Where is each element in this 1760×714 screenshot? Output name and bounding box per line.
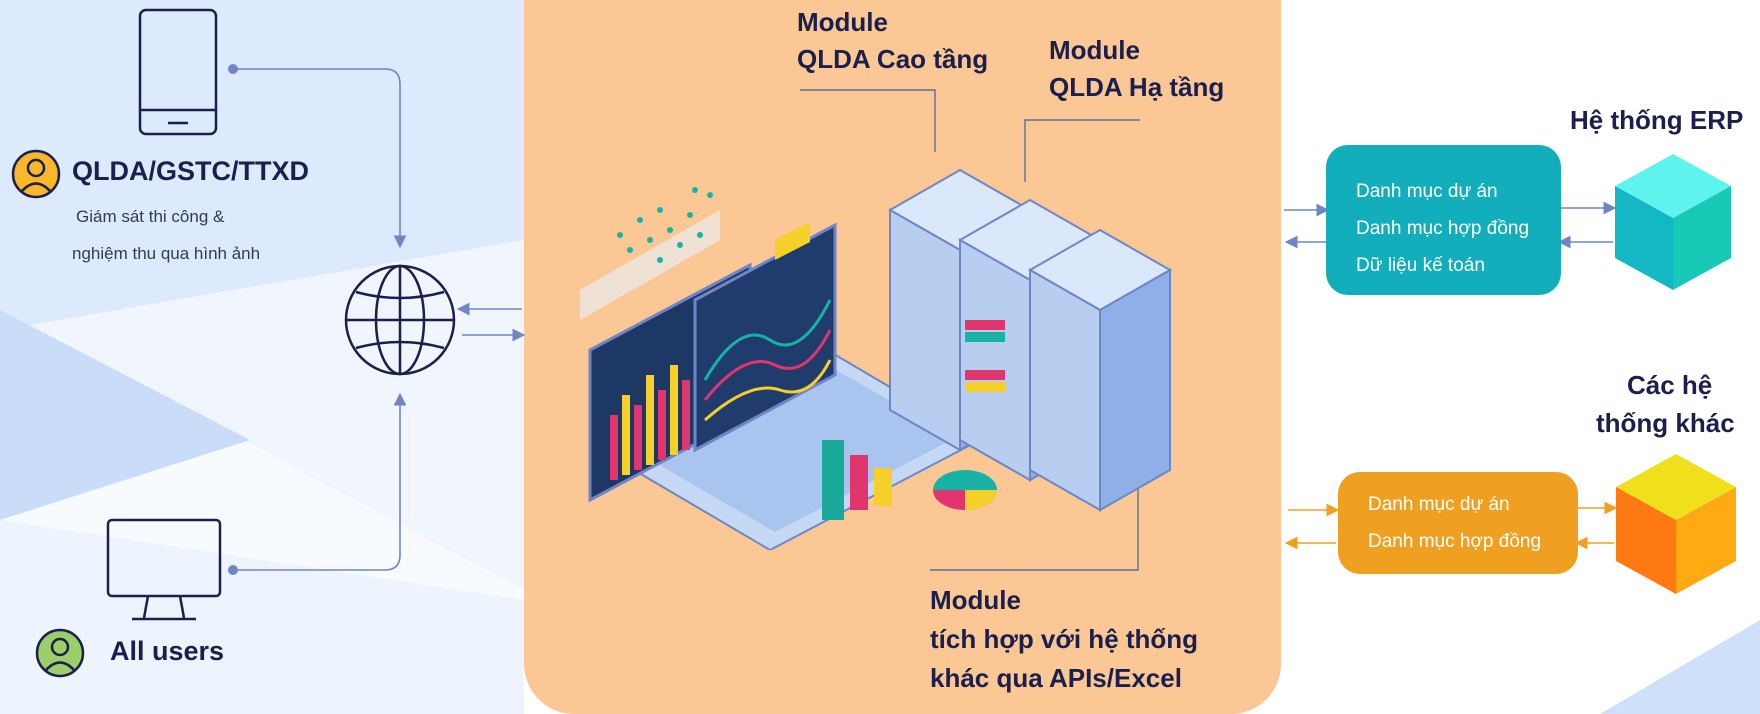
all-users-label: All users (110, 636, 225, 666)
other-item: Danh mục hợp đồng (1368, 531, 1542, 552)
user-avatar-icon (11, 149, 61, 199)
module-ha-tang-line2: QLDA Hạ tầng (1049, 72, 1225, 102)
other-item: Danh mục dự án (1368, 494, 1510, 515)
all-users-avatar-icon (35, 628, 85, 678)
erp-item: Danh mục hợp đồng (1356, 218, 1530, 239)
phone-icon (138, 8, 218, 136)
module-tich-hop-line1: Module (930, 585, 1021, 615)
other-cube-icon (1616, 454, 1736, 594)
module-tich-hop-line2: tích hợp với hệ thống (930, 624, 1199, 654)
system-illustration (580, 168, 1173, 550)
role-title: QLDA/GSTC/TTXD (72, 156, 309, 186)
erp-item: Danh mục dự án (1356, 181, 1498, 202)
globe-icon (344, 264, 456, 376)
other-title-line2: thống khác (1596, 408, 1735, 438)
module-cao-tang-line2: QLDA Cao tầng (797, 44, 989, 74)
module-ha-tang-line1: Module (1049, 35, 1140, 65)
other-title-line1: Các hệ (1627, 370, 1713, 400)
erp-item: Dữ liệu kế toán (1356, 255, 1485, 276)
module-cao-tang-line1: Module (797, 7, 888, 37)
role-desc-line1: Giám sát thi công & (76, 207, 225, 226)
erp-data-badge: Danh mục dự án Danh mục hợp đồng Dữ liệu… (1326, 145, 1561, 295)
other-data-badge: Danh mục dự án Danh mục hợp đồng (1338, 472, 1578, 574)
erp-cube-icon (1615, 154, 1731, 290)
module-tich-hop-line3: khác qua APIs/Excel (930, 663, 1182, 693)
erp-title: Hệ thống ERP (1570, 105, 1744, 135)
desktop-icon (106, 518, 222, 621)
role-desc-line2: nghiệm thu qua hình ảnh (72, 244, 261, 263)
